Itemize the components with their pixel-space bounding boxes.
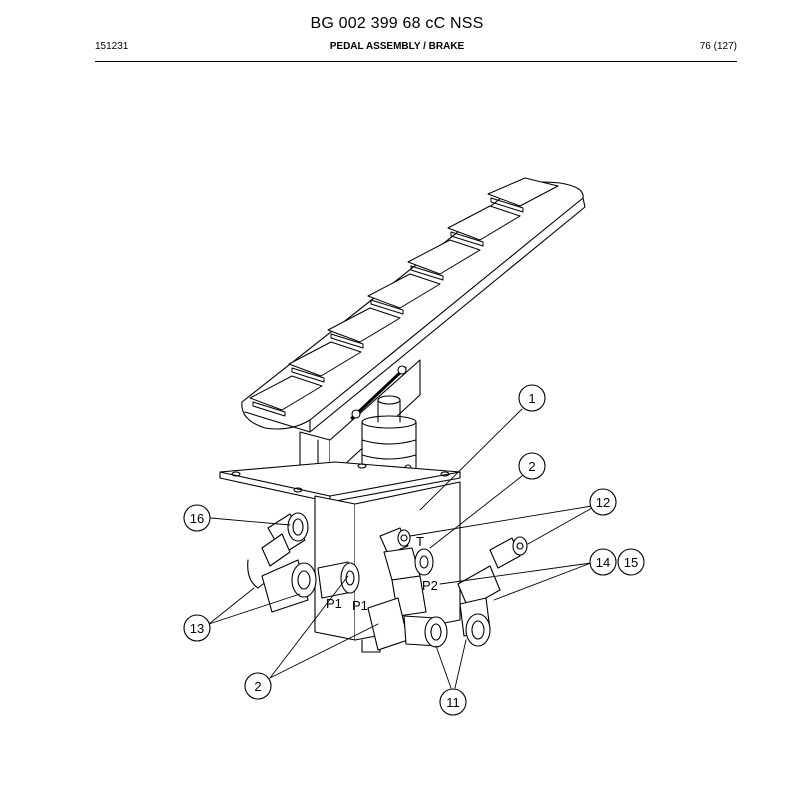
callout-13: 13: [183, 614, 211, 642]
callout-2-lower: 2: [244, 672, 272, 700]
callout-label: 13: [190, 621, 204, 636]
page-number: 76 (127): [699, 41, 737, 52]
svg-text:P1: P1: [352, 598, 368, 613]
callout-15: 15: [617, 548, 645, 576]
callout-11: 11: [439, 688, 467, 716]
callout-14: 14: [589, 548, 617, 576]
document-code: 151231: [95, 41, 129, 52]
svg-text:P2: P2: [422, 578, 438, 593]
header-rule: [95, 61, 737, 62]
callout-label: 15: [624, 555, 638, 570]
leader-lines: [208, 408, 593, 689]
callout-label: 11: [446, 695, 460, 710]
svg-text:P1: P1: [326, 596, 342, 611]
callout-label: 2: [528, 459, 535, 474]
fitting-group-left: P1 P1: [247, 512, 368, 613]
callout-label: 12: [596, 495, 610, 510]
callout-label: 2: [254, 679, 261, 694]
svg-text:T: T: [416, 534, 424, 549]
document-title: BG 002 399 68 cC NSS: [310, 15, 484, 32]
fitting-group-right: P2 T: [367, 527, 528, 651]
pedal-plate: [241, 177, 586, 433]
callout-2-upper: 2: [518, 452, 546, 480]
callout-1: 1: [518, 384, 546, 412]
section-title: PEDAL ASSEMBLY / BRAKE: [329, 41, 465, 52]
callout-label: 14: [596, 555, 610, 570]
callout-label: 16: [190, 511, 204, 526]
callout-16: 16: [183, 504, 211, 532]
callout-12: 12: [589, 488, 617, 516]
callout-label: 1: [528, 391, 535, 406]
